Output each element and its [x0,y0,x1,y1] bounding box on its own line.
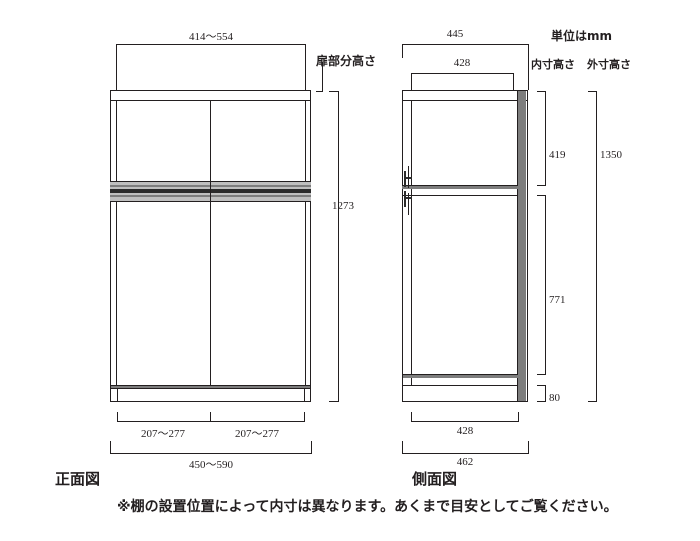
front-outer-width-dim-line [110,453,312,454]
side-1350-tick-bottom [588,401,597,402]
side-419-tick-bottom [537,185,546,186]
side-419-value: 419 [549,149,566,161]
front-outer-width-value: 450〜590 [189,459,233,471]
side-mid-shelf-top [402,185,518,186]
side-outer-depth-bottom-ext-right [528,441,529,454]
front-outer-width-ext-right [311,441,312,454]
side-80-tick-top [537,385,546,386]
side-outer-depth-bottom-ext-left [402,441,403,454]
side-771-tick-bottom [537,374,546,375]
door-height-label: 扉部分高さ [316,54,377,68]
side-mid-shelf-bottom [402,195,518,196]
side-inner-depth-bottom-ext-left [411,412,412,422]
side-419-tick-top [537,91,546,92]
side-outer-depth-dim-line [402,44,529,45]
front-door-left-width-value: 207〜277 [141,428,185,440]
side-outer-depth-value: 445 [446,28,464,40]
front-door-left-ext-l [117,412,118,422]
side-inner-depth-bottom-value: 428 [456,425,474,437]
front-door-right-ext-r [304,412,305,422]
front-base-shadow [111,386,310,388]
side-hinge-lower-stem [404,191,406,207]
side-cabinet-body [402,90,528,402]
side-mid-shelf-fill [402,186,518,189]
side-outer-depth-bottom-value: 462 [456,456,474,468]
side-outer-depth-ext-left [402,44,403,58]
side-hinge-upper-stem [404,171,406,187]
side-hinge-plate-lower [408,193,409,215]
side-inner-depth-ext-left [411,73,412,90]
front-body-height-dim-line [338,91,339,402]
unit-note-label: 単位はmm [551,29,613,43]
front-door-widths-dim-line [117,421,305,422]
side-back-panel-inner-edge [517,90,518,402]
side-1350-value: 1350 [600,149,622,161]
inner-height-label: 内寸高さ [531,58,575,71]
side-80-value: 80 [549,392,560,404]
front-door-width-dim-line [116,44,306,45]
front-outer-width-ext-left [110,441,111,454]
front-body-height-tick-bottom [329,401,339,402]
front-body-height-value: 1273 [332,200,354,212]
side-80-tick-bottom [537,401,546,402]
side-front-edge-inner [411,100,412,385]
front-door-width-value: 414〜554 [189,31,233,43]
side-back-panel [518,91,526,401]
front-door-height-ext-top [322,62,323,92]
side-inner-depth-dim-line [411,73,514,74]
side-80-dim-line [545,385,546,402]
side-inner-depth-top-value: 428 [453,57,471,69]
front-right-inner-side [305,100,306,385]
side-inner-depth-ext-right [513,73,514,90]
front-center-stile-band [210,181,211,202]
side-419-dim-line [545,91,546,185]
side-771-tick-top [537,195,546,196]
side-outer-depth-bottom-dim-line [402,453,529,454]
front-door-right-width-value: 207〜277 [235,428,279,440]
side-771-dim-line [545,195,546,374]
side-view-label: 側面図 [412,470,458,488]
front-view-label: 正面図 [55,470,101,488]
side-inner-depth-bottom-ext-right [518,412,519,422]
footnote-text: ※棚の設置位置によって内寸は異なります。あくまで目安としてご覧ください。 [117,499,618,515]
side-hinge-plate-upper [408,166,409,188]
front-base-foot-right [304,388,305,402]
side-771-value: 771 [549,294,566,306]
side-base-shadow [403,375,518,378]
front-base-plinth [110,388,311,402]
front-door-height-tick-top [316,91,323,92]
front-door-width-ext-left [116,44,117,90]
front-base-top-line [110,385,311,386]
outer-height-label: 外寸高さ [587,58,631,71]
side-top-board-line [402,100,528,101]
front-center-stile [210,100,211,385]
side-1350-dim-line [596,91,597,402]
front-left-inner-side [116,100,117,385]
front-base-foot-left [117,388,118,402]
side-base-bottom-line [402,385,518,386]
side-inner-depth-bottom-dim-line [411,421,519,422]
side-base-top-line [402,374,518,375]
side-outer-depth-ext-right [528,44,529,90]
side-1350-tick-top [588,91,597,92]
front-door-width-ext-right [305,44,306,90]
front-door-left-ext-r [210,412,211,422]
front-body-height-tick-top [329,91,339,92]
